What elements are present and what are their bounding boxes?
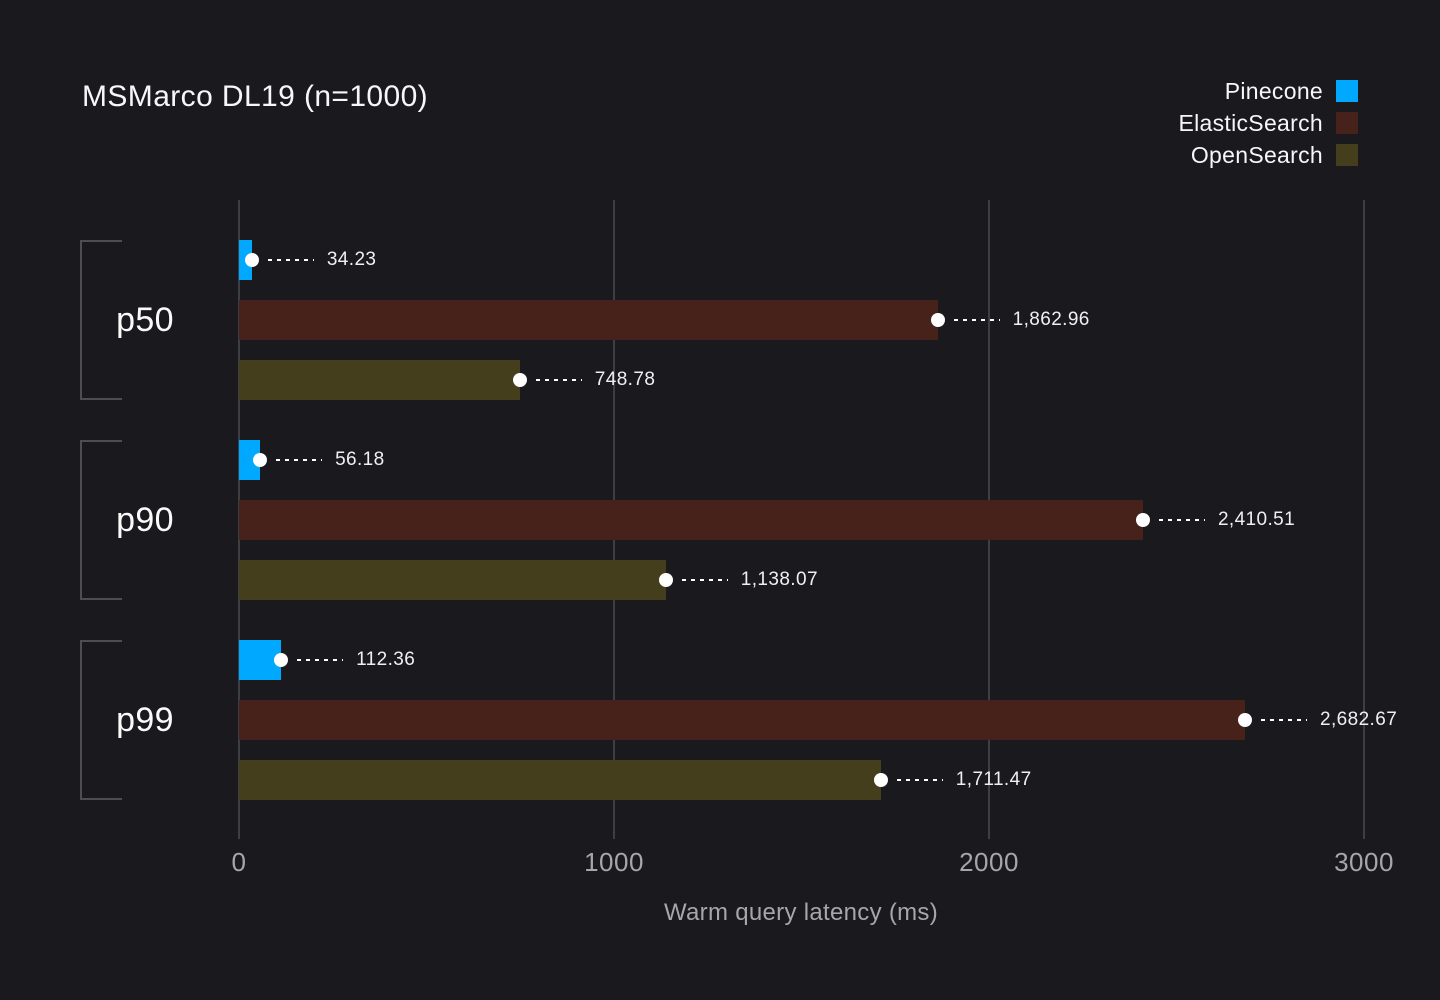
leader-dashes xyxy=(896,778,943,782)
legend-swatch-opensearch xyxy=(1336,144,1358,166)
x-tick-label: 0 xyxy=(231,847,247,877)
bar-end-dot xyxy=(658,573,673,587)
bar-end-dot xyxy=(274,653,289,667)
bar-opensearch-p90 xyxy=(239,560,666,600)
leader-dashes xyxy=(1158,518,1205,522)
value-label: 1,138.07 xyxy=(740,569,818,590)
category-bracket-p90 xyxy=(80,440,122,600)
bar-group-p99: 112.36 2,682.67 1,711.47 xyxy=(239,640,1397,800)
legend-item-pinecone: Pinecone xyxy=(1178,77,1358,104)
value-label: 1,862.96 xyxy=(1012,309,1090,330)
bar-group-p90: 56.18 2,410.51 1,138.07 xyxy=(239,440,1364,600)
bar-pinecone-p99 xyxy=(239,640,282,680)
bar-elasticsearch-p90 xyxy=(239,500,1143,540)
bar-elasticsearch-p50 xyxy=(239,300,938,340)
bar-end-dot xyxy=(930,313,945,327)
bar-pinecone-p90 xyxy=(239,440,261,480)
x-tick-label: 2000 xyxy=(959,847,1019,877)
bar-opensearch-p50 xyxy=(239,360,520,400)
value-label: 748.78 xyxy=(594,369,656,390)
bar-row-elasticsearch-p99: 2,682.67 xyxy=(239,700,1397,740)
category-label-p50: p50 xyxy=(116,301,174,339)
value-label: 2,410.51 xyxy=(1217,509,1296,530)
bar-row-pinecone-p90: 56.18 xyxy=(239,440,1364,480)
bar-opensearch-p99 xyxy=(239,760,881,800)
category-bracket-p99 xyxy=(80,640,122,800)
value-label: 56.18 xyxy=(335,449,385,470)
value-label: 1,711.47 xyxy=(955,769,1032,790)
leader-dashes xyxy=(681,578,728,582)
x-tick-label: 1000 xyxy=(584,847,644,877)
legend-swatch-elasticsearch xyxy=(1336,112,1358,134)
category-label-p99: p99 xyxy=(116,701,174,739)
value-label: 2,682.67 xyxy=(1320,709,1398,730)
bar-row-elasticsearch-p90: 2,410.51 xyxy=(239,500,1364,540)
legend-label: ElasticSearch xyxy=(1178,109,1323,136)
leader-dashes xyxy=(953,318,1000,322)
bar-row-elasticsearch-p50: 1,862.96 xyxy=(239,300,1364,340)
leader-dashes xyxy=(276,458,323,462)
category-label-p90: p90 xyxy=(116,501,174,539)
bar-row-opensearch-p99: 1,711.47 xyxy=(239,760,1364,800)
chart-title: MSMarco DL19 (n=1000) xyxy=(82,80,429,113)
legend-label: Pinecone xyxy=(1224,77,1323,104)
bar-end-dot xyxy=(253,453,268,467)
bar-row-opensearch-p90: 1,138.07 xyxy=(239,560,1364,600)
plot-area: 34.23 1,862.96 748.78 56.18 2,410.51 1,138.07… xyxy=(238,200,1397,839)
bar-elasticsearch-p99 xyxy=(239,700,1245,740)
bar-end-dot xyxy=(1135,513,1150,527)
bar-end-dot xyxy=(244,253,259,267)
category-bracket-p50 xyxy=(80,240,122,400)
bar-row-opensearch-p50: 748.78 xyxy=(239,360,1364,400)
legend-item-elasticsearch: ElasticSearch xyxy=(1178,109,1358,136)
x-axis-title: Warm query latency (ms) xyxy=(663,899,939,926)
legend-swatch-pinecone xyxy=(1336,80,1358,102)
bar-row-pinecone-p50: 34.23 xyxy=(239,240,1364,280)
gridline-3000 xyxy=(1363,200,1365,839)
bar-end-dot xyxy=(873,773,888,787)
leader-dashes xyxy=(535,378,582,382)
leader-dashes xyxy=(267,258,314,262)
x-tick-label: 3000 xyxy=(1334,847,1394,877)
legend-item-opensearch: OpenSearch xyxy=(1178,141,1358,168)
value-label: 112.36 xyxy=(356,649,416,670)
leader-dashes xyxy=(1261,718,1307,722)
bar-end-dot xyxy=(512,373,527,387)
bar-row-pinecone-p99: 112.36 xyxy=(239,640,1364,680)
bar-end-dot xyxy=(1238,713,1252,727)
bar-group-p50: 34.23 1,862.96 748.78 xyxy=(239,240,1364,400)
legend-label: OpenSearch xyxy=(1190,141,1323,168)
value-label: 34.23 xyxy=(326,249,377,270)
leader-dashes xyxy=(297,658,344,662)
